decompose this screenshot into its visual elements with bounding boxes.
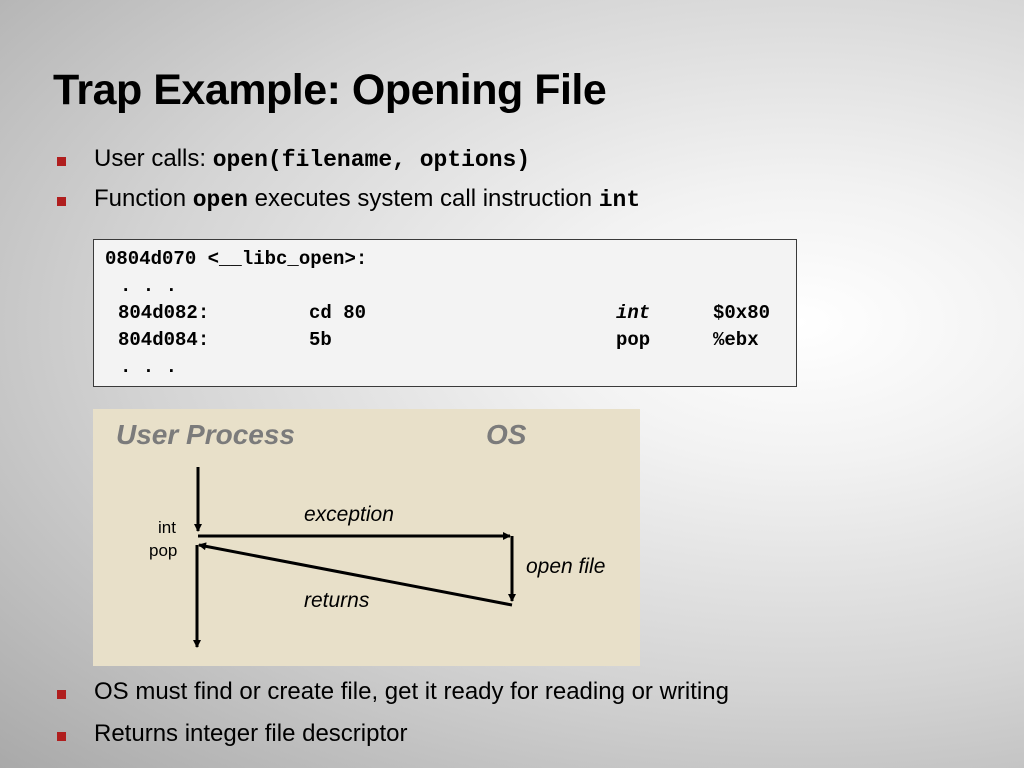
bullet-text: Returns integer file descriptor	[94, 720, 408, 747]
code-op: int	[616, 302, 651, 324]
os-heading: OS	[486, 419, 527, 450]
code-bytes: 5b	[309, 329, 332, 351]
returns-arrow	[198, 542, 513, 607]
code-arg: %ebx	[713, 329, 759, 351]
code-open-call: open(filename, options)	[212, 147, 531, 173]
code-addr: 804d084:	[118, 329, 210, 351]
bullet-text: User calls: open(filename, options)	[94, 147, 530, 172]
open-file-label: open file	[526, 555, 606, 578]
code-header: 0804d070 <__libc_open>:	[105, 248, 368, 270]
returns-label: returns	[304, 589, 370, 612]
bullet-square-icon	[57, 197, 66, 206]
bullet-square-icon	[57, 157, 66, 166]
code-arg: $0x80	[713, 302, 771, 324]
bullet-prefix: User calls:	[94, 145, 213, 172]
flow-arrows	[193, 467, 516, 648]
bullet-prefix: Function	[94, 185, 193, 212]
code-addr: 804d082:	[118, 302, 210, 324]
assembly-code-box: 0804d070 <__libc_open>: . . . 804d082: c…	[93, 239, 797, 387]
user-process-heading: User Process	[116, 419, 296, 450]
code-ellipsis-top: . . .	[120, 275, 178, 297]
int-label: int	[158, 518, 176, 537]
code-bytes: cd 80	[309, 302, 367, 324]
trap-flow-diagram: User Process OS int pop exception open f…	[93, 409, 640, 666]
code-int: int	[598, 187, 641, 213]
code-ellipsis-bottom: . . .	[120, 356, 178, 378]
bullet-middle: executes system call instruction	[247, 185, 599, 212]
slide-title: Trap Example: Opening File	[53, 66, 607, 114]
bullet-square-icon	[57, 690, 66, 699]
code-op: pop	[616, 329, 651, 351]
bullet-text: OS must find or create file, get it read…	[94, 678, 729, 705]
bullet-square-icon	[57, 732, 66, 741]
exception-label: exception	[304, 503, 394, 526]
code-open: open	[192, 187, 248, 213]
bullet-text: Function open executes system call instr…	[94, 187, 640, 212]
pop-label: pop	[149, 541, 178, 560]
